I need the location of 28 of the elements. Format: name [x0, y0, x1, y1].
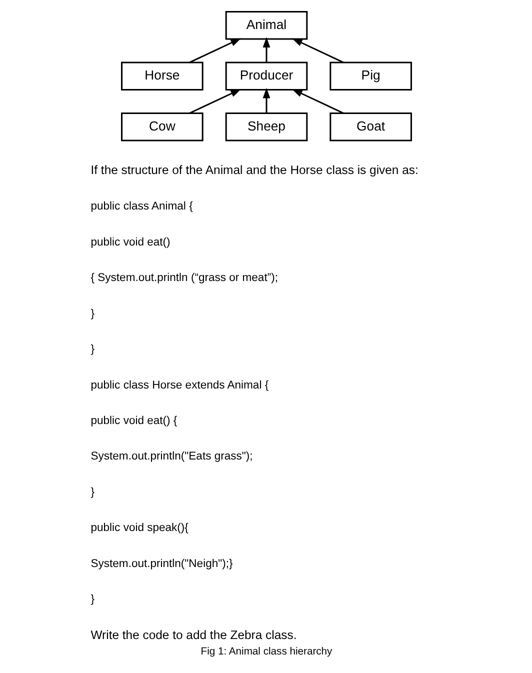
arrow	[291, 38, 344, 64]
arrow	[262, 37, 270, 62]
label: public class Horse extends Animal {	[90, 379, 268, 392]
label: If the structure of the Animal and the Horse class is given as:	[90, 162, 418, 177]
label: }	[90, 308, 94, 320]
node-box: Sheep	[224, 112, 308, 142]
label: System.out.println("Neigh");}	[90, 558, 232, 570]
label: public void speak(){	[90, 522, 188, 534]
caption: Fig 1: Animal class hierarchy	[200, 646, 332, 658]
label: public void eat()	[90, 236, 170, 248]
arrow	[188, 88, 241, 114]
label: { System.out.println (“grass or meat”);	[90, 272, 278, 284]
arrow	[262, 88, 270, 114]
node-box: Cow	[120, 112, 203, 142]
arrow	[291, 88, 344, 114]
label: public class Animal {	[90, 200, 192, 213]
node-box: Pig	[329, 62, 412, 91]
label: }	[90, 486, 94, 498]
node-box: Goat	[329, 112, 412, 142]
label: }	[90, 344, 94, 356]
label: }	[90, 594, 94, 606]
label: public void eat() {	[90, 414, 177, 427]
arrow	[188, 38, 241, 64]
node-box: Animal	[224, 11, 308, 40]
label: Write the code to add the Zebra class.	[90, 628, 296, 642]
node-box: Horse	[120, 62, 203, 91]
label: System.out.println("Eats grass");	[90, 450, 252, 463]
node-box: Producer	[224, 62, 308, 91]
